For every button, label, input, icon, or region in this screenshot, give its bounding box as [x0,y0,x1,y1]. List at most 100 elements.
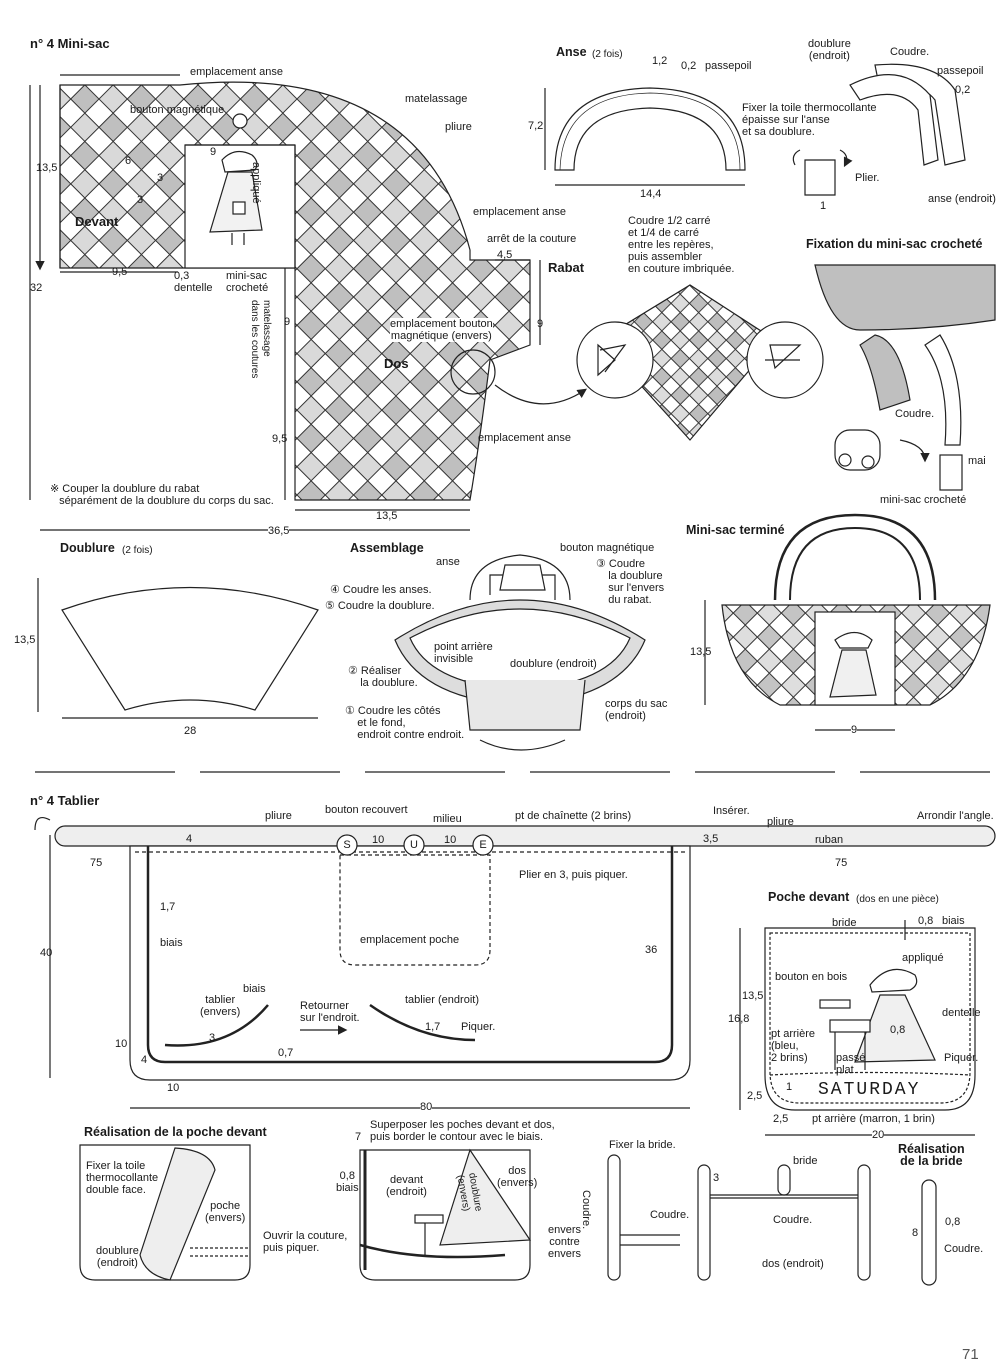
bride-coudre-1: Coudre. [580,1190,592,1230]
bride-drawing [921,1179,937,1286]
poche-dim-1: 1 [786,1081,793,1093]
assemblage-step1: ① Coudre les côtés et le fond, endroit c… [345,705,465,741]
termine-title: Mini-sac terminé [686,523,785,537]
doublure-title: Doublure [60,541,115,555]
tablier-dim-4: 4 [186,833,193,845]
superposer-dim-7: 7 [355,1131,362,1143]
superposer-biais: 0,8 biais [336,1170,359,1194]
superposer-dos: dos (envers) [497,1165,538,1189]
dim-9-5-low: 9,5 [272,433,288,445]
fixation-coudre: Coudre. [895,408,935,420]
label-emplacement-anse-mid: emplacement anse [473,206,566,218]
tablier-retourner: Retourner sur l'endroit. [300,1000,360,1024]
fixation-mini-sac: mini-sac crocheté [880,494,967,506]
poche-dentelle: dentelle [942,1007,981,1019]
poche-bouton-bois: bouton en bois [775,971,848,983]
tablier-dim-10c: 10 [115,1038,128,1050]
superposer-devant: devant (endroit) [386,1174,427,1198]
button-letter-s: S [343,839,351,851]
bride-steps-drawing [607,1154,871,1281]
label-bouton-magnetique: bouton magnétique [130,104,225,116]
assemblage-drawing [394,554,646,751]
tablier-drawing [54,825,996,1081]
poche-dim-20: 20 [872,1129,885,1141]
tablier-inserer: Insérer. [713,805,750,817]
tablier-dim-4b: 4 [141,1054,148,1066]
dim-9-top: 9 [210,146,217,158]
realisation-bride-title: Réalisation de la bride [898,1142,965,1168]
bride-coudre-a: Coudre. [650,1209,690,1221]
bride-coudre-b: Coudre. [773,1214,813,1226]
poche-title: Poche devant [768,890,850,904]
tablier-ruban: ruban [815,834,844,846]
dim-9-rabat: 9 [537,318,544,330]
bride-label: bride [793,1155,818,1167]
label-emplacement-bouton: emplacement bouton magnétique (envers) [390,318,493,342]
poche-dim-16-8: 16,8 [728,1013,750,1025]
dim-36-5: 36,5 [268,525,290,537]
anse-dim-0-2b: 0,2 [955,84,971,96]
label-matelassage-coutures: matelassage dans les coutures [249,300,272,379]
anse-dim-1: 1 [820,200,827,212]
tablier-title: n° 4 Tablier [30,793,100,808]
anse-fixer: Fixer la toile thermocollante épaisse su… [742,102,877,138]
fixation-main: mai [968,455,986,467]
assemblage-step3: ③ Coudre la doublure sur l'envers du rab… [596,558,665,606]
tablier-pliure: pliure [265,810,292,822]
label-dos: Dos [384,356,409,371]
assemblage-step4: ④ Coudre les anses. [330,584,432,596]
doublure-dim-13-5: 13,5 [14,634,36,646]
doublure-sub: (2 fois) [122,545,153,556]
anse-plier: Plier. [855,172,880,184]
poche-dim-0-8b: 0,8 [890,1024,906,1036]
tablier-dim-36: 36 [645,944,658,956]
page-number: 71 [962,1346,979,1363]
doublure-shape [61,586,319,711]
assemblage-step2: ② Réaliser la doublure. [348,665,418,689]
dim-13-5: 13,5 [36,162,58,174]
assemblage-corps: corps du sac (endroit) [605,698,668,722]
superposer-text: Superposer les poches devant et dos, pui… [370,1119,555,1143]
anse-detail [792,63,966,196]
poche-pt-marron: pt arrière (marron, 1 brin) [812,1113,935,1125]
label-emplacement-anse-low: emplacement anse [478,432,571,444]
poche-bride: bride [832,917,857,929]
poche-sub: (dos en une pièce) [856,894,939,905]
label-matelassage: matelassage [405,93,468,105]
termine-dim-9: 9 [851,724,858,736]
label-rabat: Rabat [548,260,585,275]
button-letter-u: U [410,839,418,851]
tablier-bouton-recouvert: bouton recouvert [325,804,408,816]
label-mini-sac-crochete: mini-sac crocheté [226,270,269,294]
tablier-pliure-2: pliure [767,816,794,828]
realisation-bride-dim-0-8: 0,8 [945,1216,961,1228]
bride-fixer: Fixer la bride. [609,1139,676,1151]
label-pliure: pliure [445,121,472,133]
termine-dim-13-5: 13,5 [690,646,712,658]
assemblage-step5: ⑤ Coudre la doublure. [325,600,435,612]
label-applique: appliqué [250,162,262,204]
superposer-drawing [359,1148,532,1281]
tablier-emplacement-poche: emplacement poche [360,934,460,946]
anse-dim-7-2: 7,2 [528,120,544,132]
carre-instructions: Coudre 1/2 carré et 1/4 de carré entre l… [628,215,735,275]
anse-drawing [554,87,746,171]
realisation-poche-title: Réalisation de la poche devant [84,1125,267,1139]
tablier-chainette: pt de chaînette (2 brins) [515,810,632,822]
dim-13-5-bottom: 13,5 [376,510,398,522]
label-emplacement-anse: emplacement anse [190,66,283,78]
dim-9-dos: 9 [284,316,291,328]
assemblage-bouton: bouton magnétique [560,542,655,554]
minisac-title: n° 4 Mini-sac [30,36,110,51]
anse-coudre: Coudre. [890,46,930,58]
bride-dim-3: 3 [713,1172,720,1184]
fixation-drawing [814,264,996,491]
dim-6: 6 [125,155,132,167]
dim-32: 32 [30,282,43,294]
doublure-dim-28: 28 [184,725,197,737]
mini-sac-pattern [59,81,531,501]
tablier-dim-10b: 10 [444,834,457,846]
fixation-title: Fixation du mini-sac crocheté [806,237,983,251]
label-arret-couture: arrêt de la couture [487,233,577,245]
assemblage-point: point arrière invisible [434,641,493,665]
